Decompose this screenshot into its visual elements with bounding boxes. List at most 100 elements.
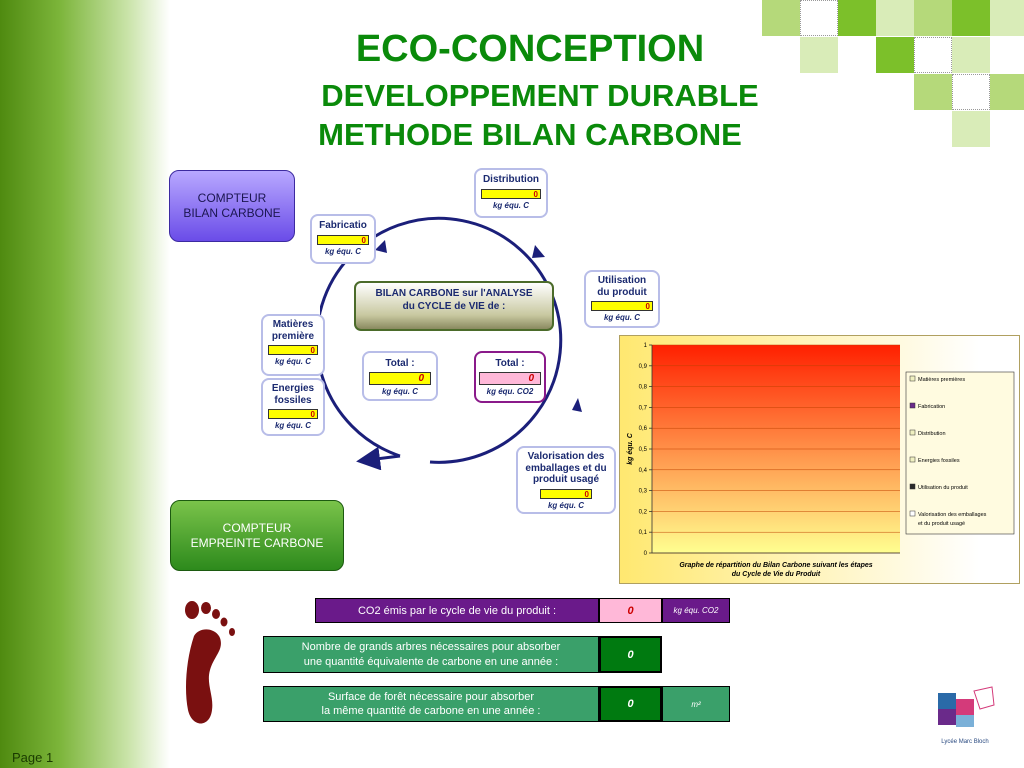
button-line: EMPREINTE CARBONE bbox=[190, 535, 324, 550]
y-tick-label: 0,3 bbox=[639, 489, 648, 495]
arbres-line: une quantité équivalente de carbone en u… bbox=[303, 655, 559, 668]
button-line: COMPTEUR bbox=[222, 520, 292, 535]
total-label: Total : bbox=[385, 358, 415, 369]
arbres-line: Nombre de grands arbres nécessaires pour… bbox=[301, 641, 561, 654]
stage-utilisation: Utilisation du produit 0 kg équ. C bbox=[584, 270, 660, 328]
y-tick-label: 0,5 bbox=[639, 447, 648, 453]
legend-entry: Fabrication bbox=[918, 404, 945, 410]
legend-swatch bbox=[909, 429, 916, 436]
y-tick-label: 0 bbox=[644, 551, 648, 557]
legend-entry: Utilisation du produit bbox=[918, 485, 968, 491]
stage-label: première bbox=[271, 330, 315, 342]
y-tick-label: 0,2 bbox=[639, 509, 648, 515]
legend-swatch bbox=[909, 510, 916, 517]
life-cycle-circle bbox=[320, 216, 582, 470]
legend-swatch bbox=[909, 483, 916, 490]
stage-label: Energies bbox=[271, 383, 315, 394]
legend-entry: Valorisation des emballages bbox=[918, 512, 987, 518]
co2-value: 0 bbox=[599, 598, 662, 623]
cycle-arrow-2 bbox=[532, 245, 545, 258]
stage-label: produit usagé bbox=[532, 474, 600, 485]
stage-value[interactable]: 0 bbox=[268, 409, 318, 419]
stage-label: Matières bbox=[272, 319, 314, 330]
total-label: Total : bbox=[495, 358, 525, 369]
stage-energies: Energies fossiles 0 kg équ. C bbox=[261, 378, 325, 436]
button-line: BILAN CARBONE bbox=[183, 206, 281, 220]
center-title-line: BILAN CARBONE sur l'ANALYSE bbox=[375, 288, 533, 299]
total-c-box: Total : 0 kg équ. C bbox=[362, 351, 438, 401]
button-line: COMPTEUR bbox=[197, 191, 267, 205]
chart-legend bbox=[905, 371, 1015, 535]
cycle-arrow-1 bbox=[375, 240, 387, 253]
logo-caption: Lycée Marc Bloch bbox=[941, 739, 989, 745]
total-co2-box: Total : 0 kg équ. CO2 bbox=[474, 351, 546, 403]
foret-value: 0 bbox=[599, 686, 662, 722]
stage-unit: kg équ. C bbox=[547, 500, 584, 510]
foret-line: la même quantité de carbone en une année… bbox=[321, 705, 541, 717]
y-tick-label: 0,7 bbox=[639, 405, 648, 411]
stage-label: fossiles bbox=[274, 394, 312, 406]
y-tick-label: 1 bbox=[644, 343, 648, 349]
stage-unit: kg équ. C bbox=[274, 357, 311, 366]
stage-value[interactable]: 0 bbox=[481, 188, 541, 199]
co2-label: CO2 émis par le cycle de vie du produit … bbox=[315, 598, 599, 623]
foret-label: Surface de forêt nécessaire pour absorbe… bbox=[263, 686, 599, 722]
left-gradient-bar bbox=[0, 0, 170, 768]
stage-unit: kg équ. C bbox=[603, 313, 640, 322]
title-line-3: METHODE BILAN CARBONE bbox=[318, 117, 742, 152]
stage-label: Distribution bbox=[482, 174, 540, 185]
stage-unit: kg équ. C bbox=[492, 200, 529, 210]
stage-value[interactable]: 0 bbox=[317, 234, 369, 245]
stage-label: Utilisation bbox=[597, 275, 647, 286]
title-line-2: DEVELOPPEMENT DURABLE bbox=[321, 78, 759, 113]
cycle-arrow-3 bbox=[572, 398, 582, 412]
stage-fabrication: Fabricatio 0 kg équ. C bbox=[310, 214, 376, 264]
cycle-center-title: BILAN CARBONE sur l'ANALYSE du CYCLE de … bbox=[354, 281, 554, 331]
footprint-icon bbox=[185, 601, 235, 724]
y-tick-label: 0,9 bbox=[639, 364, 648, 370]
stage-unit: kg équ. C bbox=[274, 421, 311, 430]
stage-label: du produit bbox=[597, 286, 647, 298]
y-tick-label: 0,6 bbox=[639, 426, 648, 432]
total-unit: kg équ. CO2 bbox=[486, 387, 534, 396]
stage-distribution: Distribution 0 kg équ. C bbox=[474, 168, 548, 218]
arbres-label: Nombre de grands arbres nécessaires pour… bbox=[263, 636, 599, 673]
legend-swatch bbox=[909, 375, 916, 382]
title-line-1: ECO-CONCEPTION bbox=[355, 28, 705, 70]
total-c-value: 0 bbox=[369, 372, 431, 385]
chart-caption-line: du Cycle de Vie du Produit bbox=[732, 571, 821, 578]
y-tick-label: 0,4 bbox=[639, 468, 648, 474]
decorative-squares bbox=[762, 0, 1024, 150]
stage-unit: kg équ. C bbox=[324, 246, 361, 256]
co2-unit: kg équ. CO2 bbox=[662, 598, 730, 623]
legend-swatch bbox=[909, 456, 916, 463]
y-axis-label: kg équ. C bbox=[627, 432, 634, 464]
legend-entry: Distribution bbox=[918, 431, 946, 437]
chart-caption-line: Graphe de répartition du Bilan Carbone s… bbox=[679, 562, 872, 569]
legend-entry: Energies fossiles bbox=[918, 458, 960, 464]
school-logo bbox=[938, 686, 995, 727]
foret-line: Surface de forêt nécessaire pour absorbe… bbox=[327, 690, 535, 703]
y-tick-label: 0,1 bbox=[639, 530, 648, 536]
stage-matieres: Matières première 0 kg équ. C bbox=[261, 314, 325, 376]
stage-label: Valorisation des bbox=[527, 451, 605, 462]
stage-value[interactable]: 0 bbox=[591, 301, 653, 311]
stage-label: emballages et du bbox=[525, 462, 607, 474]
foret-unit: m² bbox=[662, 686, 730, 722]
arbres-value: 0 bbox=[599, 636, 662, 673]
stage-valorisation: Valorisation des emballages et du produi… bbox=[516, 446, 616, 514]
center-title-line: du CYCLE de VIE de : bbox=[402, 300, 506, 312]
legend-swatch bbox=[909, 402, 916, 409]
stage-label: Fabricatio bbox=[319, 220, 367, 231]
legend-entry: Matières premières bbox=[918, 377, 965, 383]
page-number: Page 1 bbox=[12, 750, 54, 765]
total-unit: kg équ. C bbox=[381, 387, 418, 396]
stage-value[interactable]: 0 bbox=[540, 488, 592, 499]
legend-entry: et du produit usagé bbox=[918, 521, 965, 527]
stage-value[interactable]: 0 bbox=[268, 345, 318, 355]
total-co2-value: 0 bbox=[479, 372, 541, 385]
